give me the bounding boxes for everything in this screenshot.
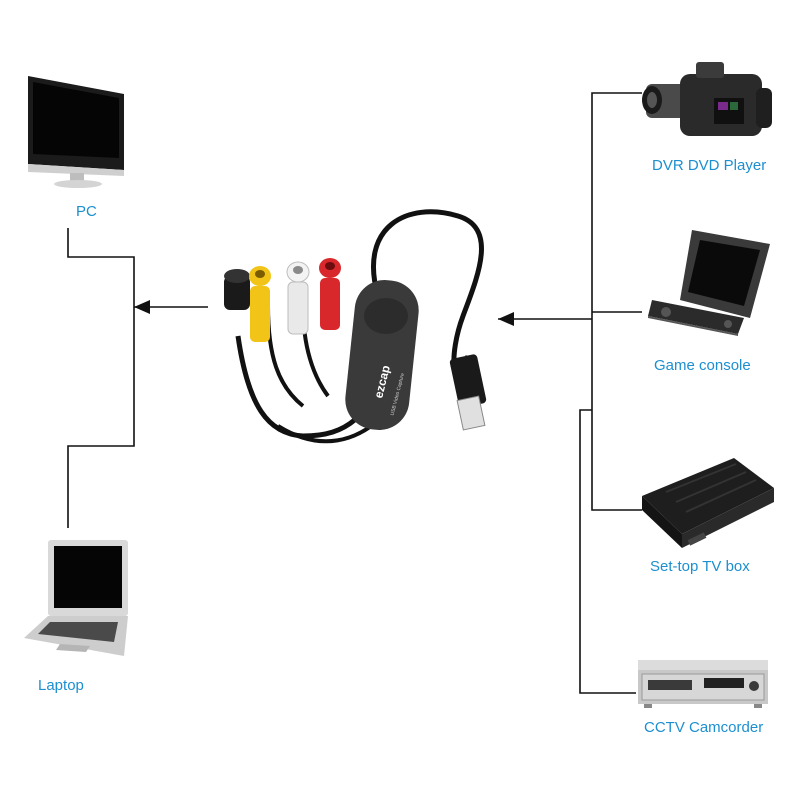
right-bracket-upper <box>591 92 642 511</box>
set-top-box-icon <box>642 458 774 548</box>
pc-monitor-icon <box>28 76 124 188</box>
game-console-icon <box>648 230 770 336</box>
right-bracket-lower <box>579 409 636 694</box>
laptop-icon <box>24 540 128 656</box>
yellow-rca-plug <box>250 286 270 342</box>
left-bracket-line <box>67 228 135 528</box>
set-top-box-label: Set-top TV box <box>650 558 750 575</box>
dvr-recorder-icon <box>638 660 768 708</box>
white-rca-plug <box>287 281 309 335</box>
laptop-label: Laptop <box>38 677 84 694</box>
usb-plug <box>456 395 486 431</box>
dvr-label: DVR DVD Player <box>652 157 767 174</box>
pc-label: PC <box>76 203 97 220</box>
usb-capture-device: ezcap USB Video Capture <box>224 209 487 444</box>
right-arrow-head <box>498 312 514 326</box>
game-console-label: Game console <box>654 357 751 374</box>
cctv-label: CCTV Camcorder <box>644 719 764 736</box>
red-rca-plug <box>320 278 340 330</box>
camcorder-icon <box>642 62 772 136</box>
left-arrow-head <box>134 300 150 314</box>
